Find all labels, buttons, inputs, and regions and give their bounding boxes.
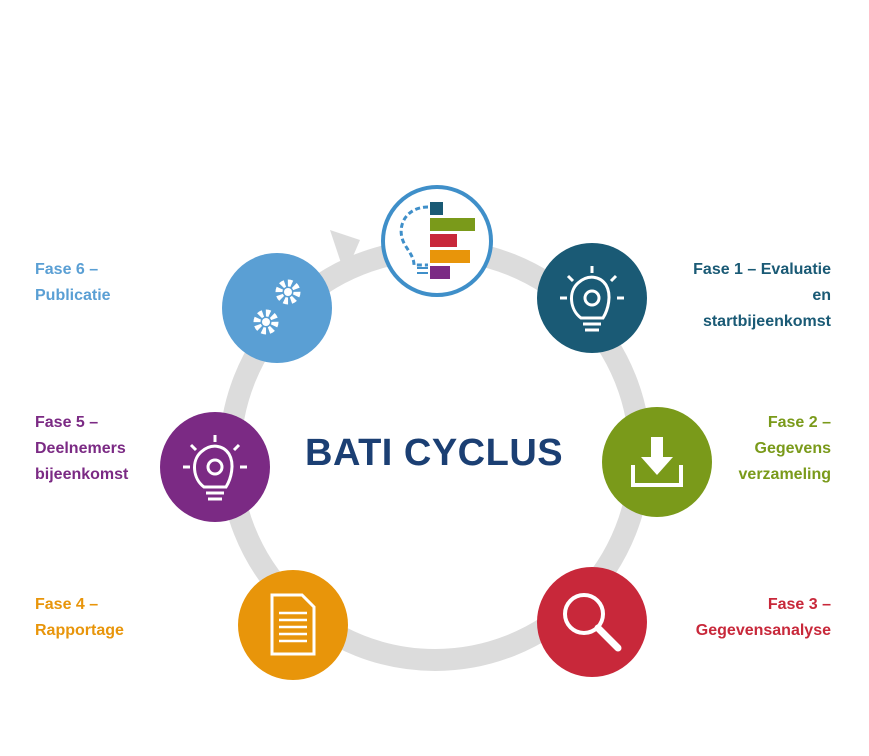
phase-2-label: Fase 2 – Gegevens verzameling [739,410,831,488]
magnifier-icon [563,593,622,652]
phase-1-label-line: Fase 1 – Evaluatie [693,261,831,278]
phase-2-label-line: Gegevens [754,440,831,457]
phase-2-label-line: verzameling [738,466,831,483]
phase-4-label-line: Rapportage [35,622,124,639]
download-icon [631,437,683,487]
phase-6-label-line: Fase 6 – [35,261,99,278]
diagram-title: BATI CYCLUS [305,432,564,474]
phase-5-label-line: bijeenkomst [35,466,129,483]
phase-4-label-line: Fase 4 – [35,596,99,613]
phase-3-label-line: Gegevensanalyse [695,622,831,639]
phase-4-label: Fase 4 – Rapportage [35,592,124,644]
gears-icon [253,279,301,335]
phase-1-label-line: startbijeenkomst [702,313,831,330]
phase-2-label-line: Fase 2 – [767,414,831,431]
phase-3-circle [537,567,647,677]
phase-4-circle [238,570,348,680]
phase-5-label: Fase 5 – Deelnemers bijeenkomst [35,410,128,488]
document-icon [270,593,316,656]
phase-1-label: Fase 1 – Evaluatie en startbijeenkomst [693,257,831,335]
phase-1-label-line: en [812,287,831,304]
phase-3-label: Fase 3 – Gegevensanalyse [696,592,831,644]
phase-1-circle [537,243,647,353]
phase-6-label: Fase 6 – Publicatie [35,257,111,309]
lightbulb-gear-icon [560,266,624,332]
phase-2-circle [602,407,712,517]
phase-5-circle [160,412,270,522]
phase-6-label-line: Publicatie [35,287,111,304]
phase-6-circle [222,253,332,363]
cycle-arrow-icon [330,230,360,275]
phase-3-label-line: Fase 3 – [767,596,831,613]
phase-5-label-line: Deelnemers [35,440,126,457]
phase-5-label-line: Fase 5 – [35,414,99,431]
lightbulb-bars-logo-icon [381,185,493,297]
lightbulb-gear-icon [183,435,247,501]
